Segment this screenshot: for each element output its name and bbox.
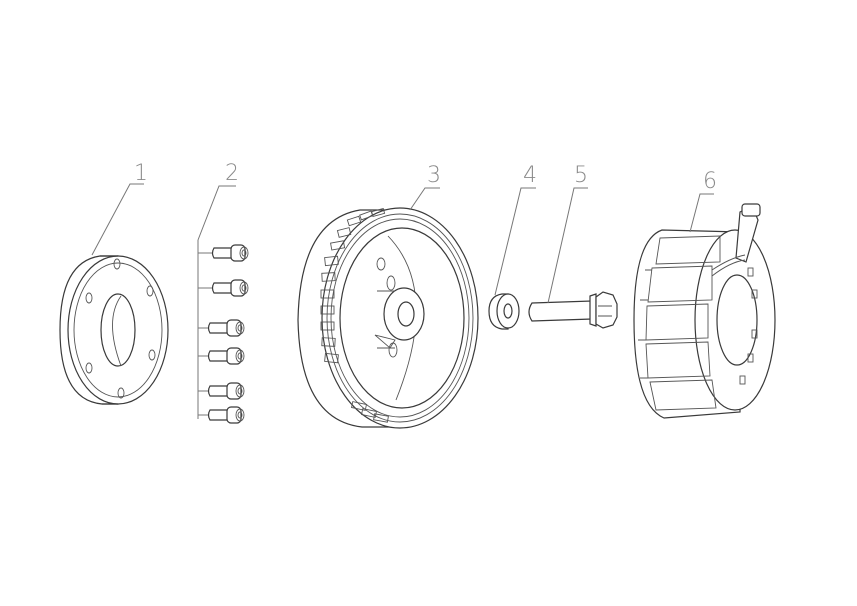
part-2-screws: 2 (197, 161, 249, 424)
part-5-hex-bolt: 5 (528, 163, 618, 329)
callout-3: 3 (427, 163, 441, 188)
part-3-flywheel: 3 (297, 163, 479, 429)
callout-5: 5 (574, 163, 588, 188)
screw (198, 347, 245, 365)
screw (198, 244, 249, 262)
callout-2: 2 (225, 161, 239, 186)
part-6-stator: 6 (633, 169, 776, 419)
callout-1: 1 (134, 161, 148, 186)
screw (198, 382, 245, 400)
screw (198, 406, 245, 424)
part-1-flange-ring: 1 (59, 161, 169, 405)
screw (198, 279, 249, 297)
screw (198, 319, 245, 337)
callout-4: 4 (523, 163, 537, 188)
callout-6: 6 (703, 169, 717, 194)
part-4-washer: 4 (488, 163, 537, 330)
